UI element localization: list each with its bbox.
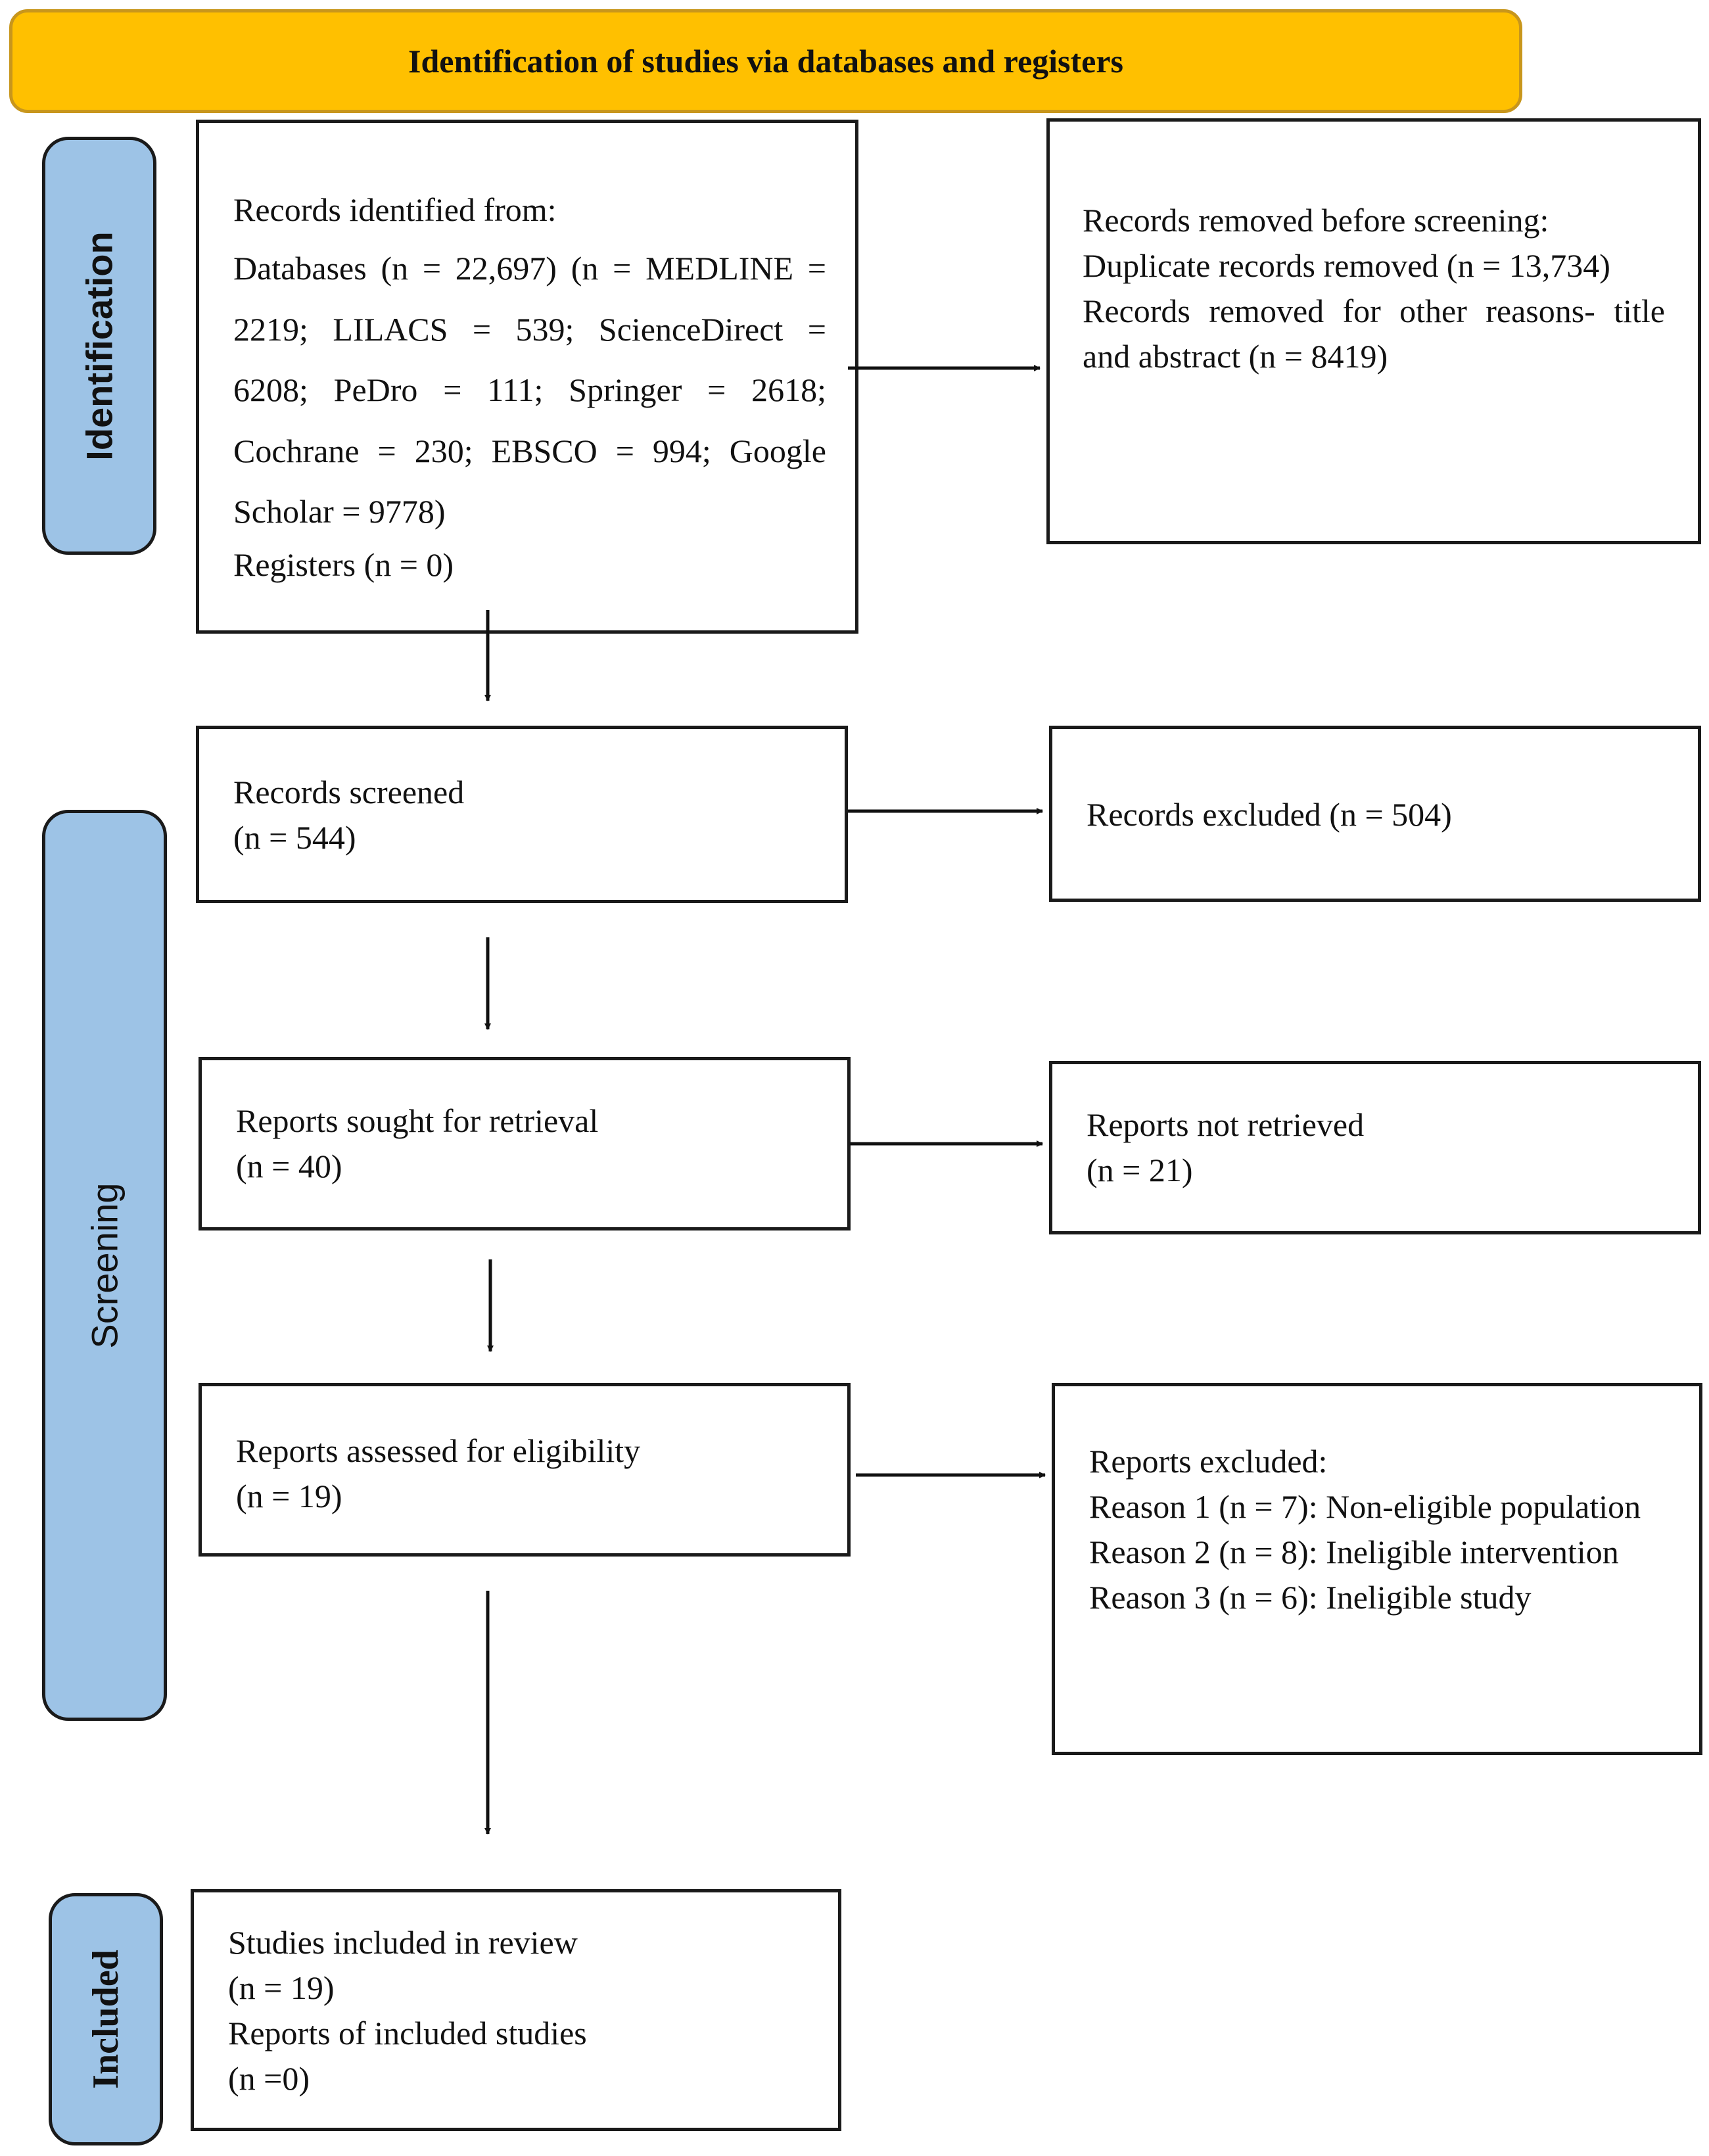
studies-included-label: Studies included in review — [228, 1924, 578, 1961]
reports-excluded-box: Reports excluded: Reason 1 (n = 7): Non-… — [1052, 1383, 1702, 1755]
phase-screening: Screening — [42, 810, 167, 1721]
records-screened-count: (n = 544) — [233, 819, 356, 856]
records-screened-box: Records screened (n = 544) — [196, 726, 848, 903]
reports-excluded-reason3: Reason 3 (n = 6): Ineligible study — [1089, 1579, 1532, 1616]
reports-sought-count: (n = 40) — [236, 1148, 342, 1184]
reports-not-retrieved-label: Reports not retrieved — [1087, 1106, 1365, 1143]
records-removed-other: Records removed for other reasons- title… — [1083, 293, 1665, 375]
records-identified-heading: Records identified from: — [233, 191, 557, 228]
studies-included-count: (n = 19) — [228, 1969, 335, 2006]
records-removed-heading: Records removed before screening: — [1083, 202, 1549, 239]
records-removed-box: Records removed before screening: Duplic… — [1046, 118, 1701, 544]
reports-sought-box: Reports sought for retrieval (n = 40) — [199, 1057, 851, 1230]
reports-not-retrieved-count: (n = 21) — [1087, 1152, 1193, 1188]
reports-assessed-count: (n = 19) — [236, 1478, 342, 1514]
reports-excluded-reason1: Reason 1 (n = 7): Non-eligible populatio… — [1089, 1488, 1641, 1525]
studies-included-box: Studies included in review (n = 19) Repo… — [191, 1889, 841, 2131]
reports-excluded-reason2: Reason 2 (n = 8): Ineligible interventio… — [1089, 1534, 1619, 1570]
reports-included-count: (n =0) — [228, 2060, 310, 2097]
records-identified-box: Records identified from: Databases (n = … — [196, 120, 858, 634]
records-identified-databases: Databases (n = 22,697) (n = MEDLINE = 22… — [233, 250, 826, 530]
reports-included-label: Reports of included studies — [228, 2015, 587, 2051]
reports-sought-label: Reports sought for retrieval — [236, 1102, 599, 1139]
records-screened-label: Records screened — [233, 774, 465, 810]
records-excluded-label: Records excluded (n = 504) — [1087, 796, 1452, 833]
header-title: Identification of studies via databases … — [408, 43, 1123, 80]
reports-assessed-label: Reports assessed for eligibility — [236, 1432, 641, 1469]
reports-not-retrieved-box: Reports not retrieved (n = 21) — [1049, 1061, 1701, 1234]
header-banner: Identification of studies via databases … — [9, 9, 1522, 113]
records-removed-duplicates: Duplicate records removed (n = 13,734) — [1083, 247, 1610, 284]
phase-included: Included — [49, 1893, 163, 2145]
records-identified-registers: Registers (n = 0) — [233, 546, 454, 583]
records-excluded-box: Records excluded (n = 504) — [1049, 726, 1701, 902]
reports-excluded-heading: Reports excluded: — [1089, 1443, 1328, 1480]
phase-identification: Identification — [42, 137, 156, 555]
reports-assessed-box: Reports assessed for eligibility (n = 19… — [199, 1383, 851, 1557]
